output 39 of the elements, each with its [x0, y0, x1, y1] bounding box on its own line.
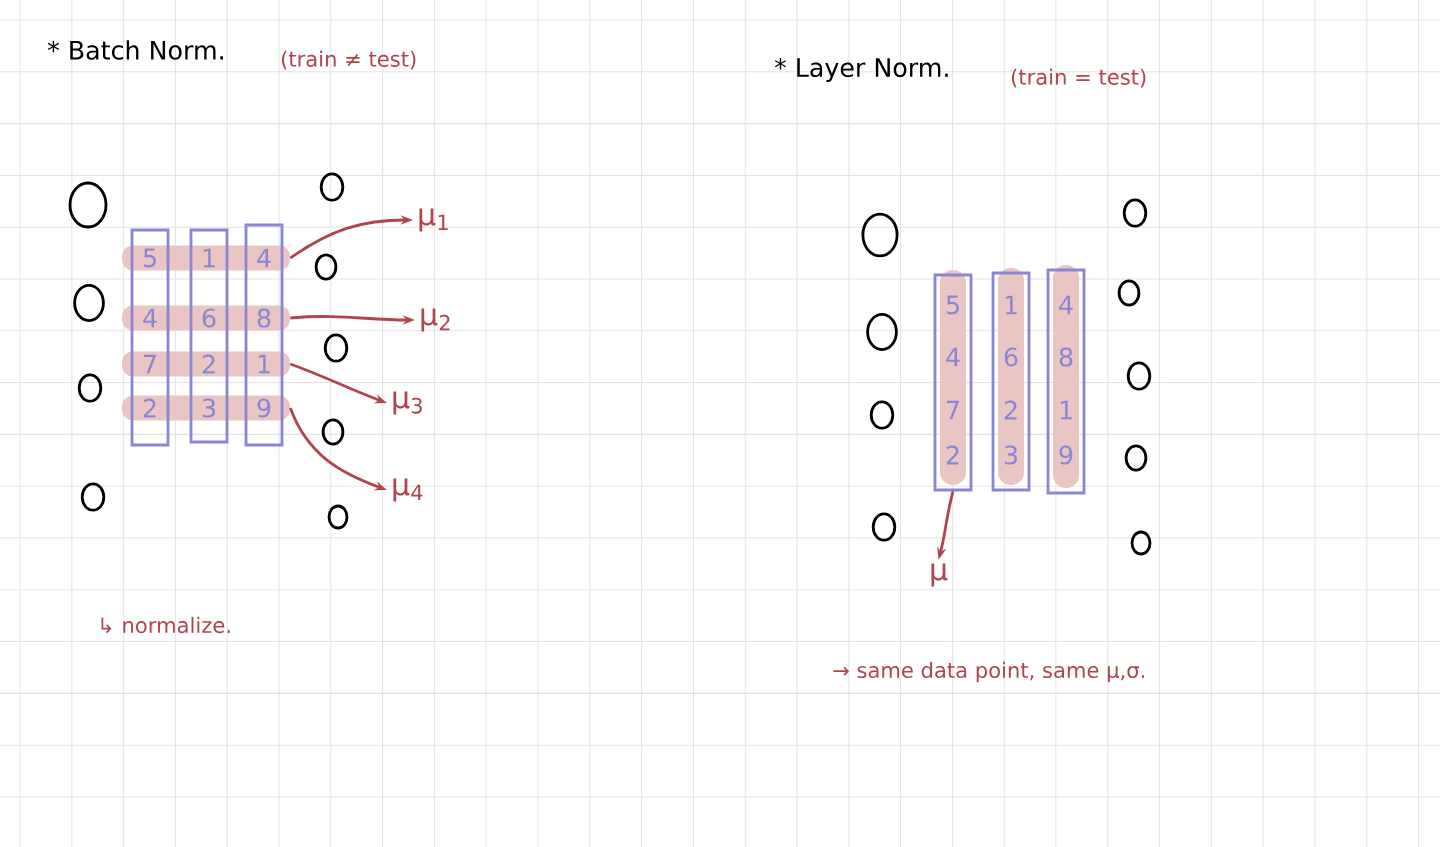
mean-symbol: μ$_{3}$	[393, 391, 422, 415]
column-box: 4 8 1 9	[1046, 265, 1086, 495]
neuron-circle	[321, 418, 345, 446]
mean-symbol: μ$_{1}$	[419, 208, 448, 232]
mean-symbol: μ$_{4}$	[393, 478, 423, 502]
neuron-circle	[327, 504, 349, 530]
neuron-circle	[314, 253, 338, 281]
neuron-circle	[319, 172, 345, 202]
highlight-band: 4 6 8	[122, 305, 290, 331]
mean-symbol: μ$_{2}$	[421, 308, 450, 332]
neuron-circle	[77, 373, 103, 403]
highlight-band: 2 3 9	[122, 395, 290, 421]
neuron-circle	[73, 284, 105, 322]
note-text: (train = test)	[1011, 68, 1146, 88]
highlight-band: 7 2 1	[122, 351, 290, 377]
mean-symbol: μ	[931, 563, 948, 587]
neuron-circle	[1117, 279, 1141, 307]
neuron-circle	[861, 212, 899, 258]
neuron-circle	[866, 313, 898, 351]
neuron-circle	[80, 482, 106, 512]
neuron-circle	[871, 512, 897, 542]
neuron-circle	[1130, 530, 1152, 556]
note-text: * Layer Norm.	[774, 58, 948, 82]
note-text: ↳ normalize.	[101, 616, 230, 634]
highlight-band: 5 1 4	[122, 245, 290, 271]
note-text: (train ≠ test)	[281, 50, 416, 70]
note-text: → same data point, same μ,σ.	[833, 661, 1145, 683]
neuron-circle	[1126, 361, 1152, 391]
neuron-circle	[1124, 444, 1148, 472]
column-box: 5 4 7 2	[933, 270, 973, 492]
neuron-circle	[1122, 198, 1148, 228]
column-box	[244, 223, 284, 447]
column-box	[189, 228, 229, 444]
neuron-circle	[869, 400, 895, 430]
neuron-circle	[68, 181, 108, 229]
neuron-circle	[323, 333, 349, 363]
column-box: 1 6 2 3	[991, 268, 1031, 492]
note-text: * Batch Norm.	[47, 40, 223, 60]
column-box	[130, 228, 170, 447]
